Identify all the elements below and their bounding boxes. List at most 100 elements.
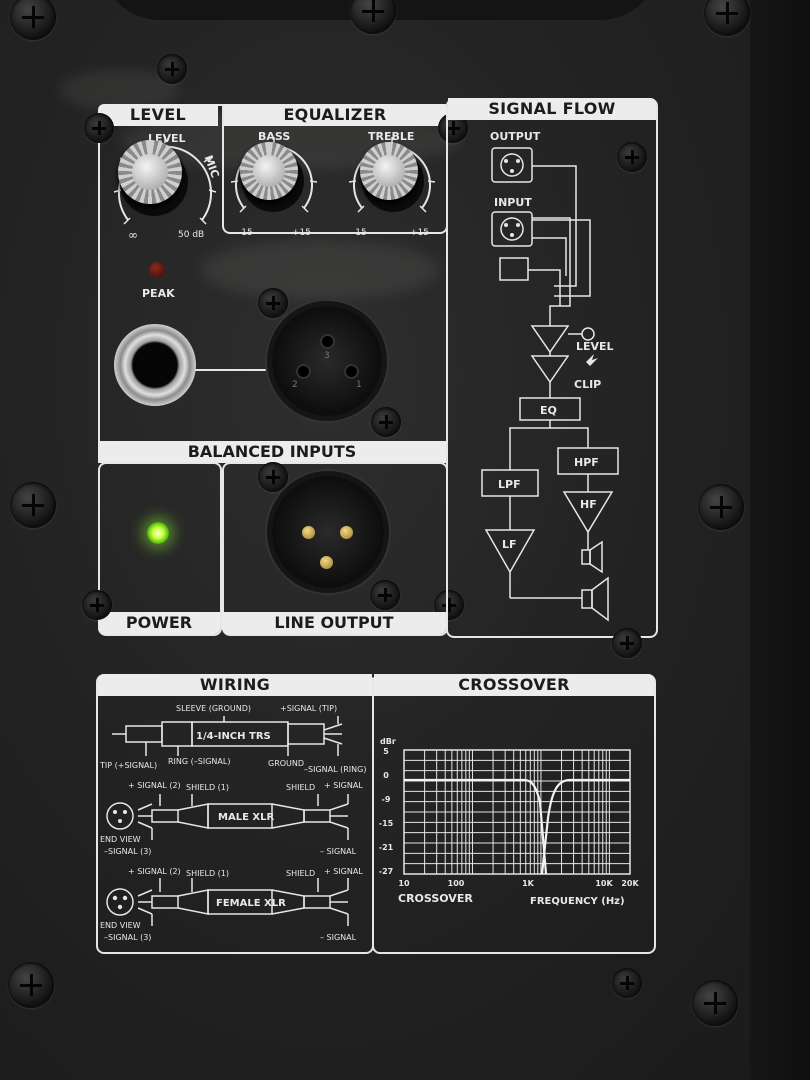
xlr-pin xyxy=(322,336,333,347)
crossover-title: CROSSOVER xyxy=(374,674,654,696)
screw-icon xyxy=(704,0,750,36)
trs-label: 1/4-INCH TRS xyxy=(196,731,271,742)
shield-label: SHIELD xyxy=(286,783,315,792)
bass-knob[interactable] xyxy=(240,142,298,200)
bass-min-label: -15 xyxy=(238,228,253,238)
level-min-label: ∞ xyxy=(128,228,138,242)
treble-knob[interactable] xyxy=(360,142,418,200)
y-tick: -21 xyxy=(379,843,394,852)
signal-flow-lf-label: LF xyxy=(502,538,517,551)
panel-smudge xyxy=(200,240,440,300)
plus-signal-label: + SIGNAL xyxy=(324,781,363,790)
screw-icon xyxy=(157,54,187,84)
y-tick: -27 xyxy=(379,867,393,876)
treble-min-label: -15 xyxy=(352,228,367,238)
screw-icon xyxy=(617,142,647,172)
hf-amp-triangle xyxy=(562,491,614,534)
clip-amp-triangle xyxy=(530,355,570,384)
screw-icon xyxy=(258,288,288,318)
power-title: POWER xyxy=(98,612,220,634)
power-led xyxy=(147,522,169,544)
xlr-pin xyxy=(298,366,309,377)
screw-icon xyxy=(10,0,56,40)
shield-1-label: SHIELD (1) xyxy=(186,783,229,792)
female-xlr-label: FEMALE XLR xyxy=(216,898,286,909)
wiring-title: WIRING xyxy=(98,674,372,696)
signal-flow-diagram: OUTPUT INPUT LEVEL CLIP EQ LPF HPF LF HF xyxy=(481,130,619,622)
screw-icon xyxy=(371,407,401,437)
female-xlr-end-view-icon xyxy=(106,888,134,916)
level-title: LEVEL xyxy=(98,104,218,126)
x-tick: 100 xyxy=(448,879,465,888)
crossover-unit: dBr xyxy=(380,737,396,746)
treble-label: TREBLE xyxy=(368,130,415,143)
plus-signal-2-label: + SIGNAL (2) xyxy=(128,781,181,790)
signal-flow-lpf-label: LPF xyxy=(498,478,521,491)
x-tick: 1K xyxy=(522,879,535,888)
peak-label: PEAK xyxy=(142,287,175,300)
level-knob[interactable] xyxy=(118,140,182,204)
signal-flow-input-label: INPUT xyxy=(494,196,532,209)
pin-number: 3 xyxy=(324,351,330,361)
male-xlr-label: MALE XLR xyxy=(218,812,274,823)
signal-flow-hf-label: HF xyxy=(580,498,597,511)
screw-icon xyxy=(612,968,642,998)
crossover-graph: dBr 5 0 -9 -15 -21 -27 10 100 1K 10K 20K… xyxy=(379,737,640,907)
line-output-title: LINE OUTPUT xyxy=(222,612,446,634)
crossover-xlabel: CROSSOVER xyxy=(398,892,473,905)
ground-label: GROUND xyxy=(268,759,304,768)
minus-signal-3-label: –SIGNAL (3) xyxy=(104,847,151,856)
sleeve-label: SLEEVE (GROUND) xyxy=(176,704,251,713)
male-xlr-box xyxy=(207,803,273,829)
power-panel-outline xyxy=(98,462,222,636)
tweeter-icon xyxy=(581,549,591,565)
enclosure-side xyxy=(750,0,810,1080)
lowpass-curve xyxy=(404,778,548,875)
bass-label: BASS xyxy=(258,130,291,143)
ring-right-label: –SIGNAL (RING) xyxy=(304,765,366,774)
level-max-label: 50 dB xyxy=(178,230,205,240)
quarter-inch-input-jack[interactable] xyxy=(114,324,196,406)
end-view-label: END VIEW xyxy=(100,835,141,844)
signal-flow-level-label: LEVEL xyxy=(576,340,614,353)
balanced-inputs-title: BALANCED INPUTS xyxy=(98,441,446,463)
x-tick: 20K xyxy=(621,879,639,888)
peak-led xyxy=(149,262,165,278)
woofer-icon xyxy=(581,589,593,609)
screw-icon xyxy=(10,482,56,528)
lf-amp-triangle xyxy=(484,529,536,574)
screw-icon xyxy=(350,0,396,34)
y-tick: -15 xyxy=(379,819,394,828)
signal-flow-title: SIGNAL FLOW xyxy=(448,98,656,120)
pin-number: 1 xyxy=(356,380,362,390)
input-connector-box xyxy=(491,211,533,247)
screw-icon xyxy=(258,462,288,492)
screw-icon xyxy=(612,628,642,658)
screw-icon xyxy=(8,962,54,1008)
trs-plug-body xyxy=(125,725,163,743)
x-tick: 10 xyxy=(398,879,410,888)
output-connector-box xyxy=(491,147,533,183)
y-tick: -9 xyxy=(382,795,391,804)
equalizer-title: EQUALIZER xyxy=(224,104,446,126)
screw-icon xyxy=(370,580,400,610)
x-tick: 10K xyxy=(595,879,613,888)
tip-top-label: +SIGNAL (TIP) xyxy=(280,704,337,713)
female-xlr-box xyxy=(207,889,273,915)
xlr-pin xyxy=(320,556,333,569)
signal-flow-eq-label: EQ xyxy=(540,404,557,417)
screw-icon xyxy=(82,590,112,620)
signal-flow-clip-label: CLIP xyxy=(574,378,601,391)
xlr-pin xyxy=(346,366,357,377)
minus-signal-3-label: –SIGNAL (3) xyxy=(104,933,151,942)
y-tick: 0 xyxy=(383,771,389,780)
treble-max-label: +15 xyxy=(410,228,429,238)
trs-input-box xyxy=(499,257,529,281)
level-amp-triangle xyxy=(530,325,570,354)
xlr-input-jack[interactable]: 3 2 1 xyxy=(272,306,382,416)
end-view-label: END VIEW xyxy=(100,921,141,930)
xlr-output-jack[interactable] xyxy=(272,476,384,588)
screw-icon xyxy=(692,980,738,1026)
tip-left-label: TIP (+SIGNAL) xyxy=(99,761,157,770)
